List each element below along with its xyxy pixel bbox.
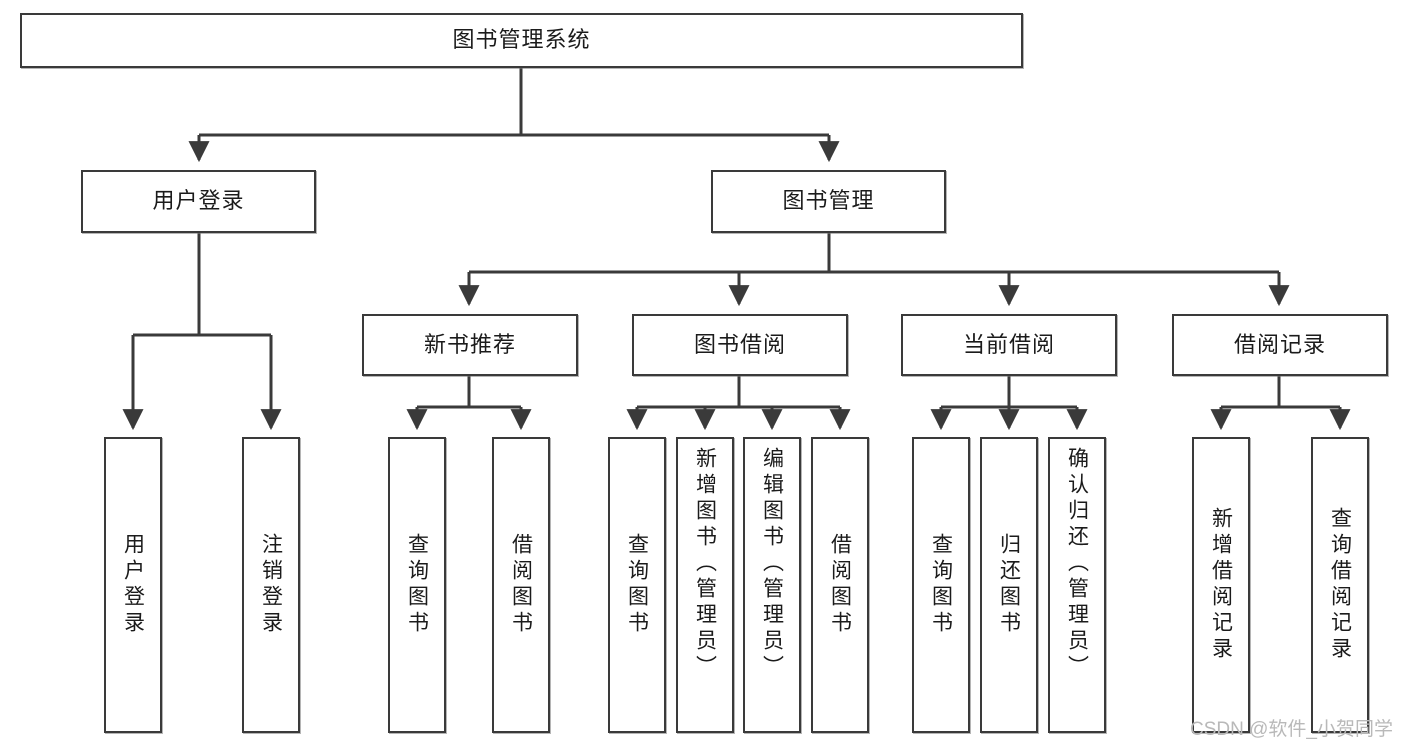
node-label: 借阅图书 [509,533,533,637]
node-new-book-recommend[interactable]: 新书推荐 [362,314,578,376]
node-book-management[interactable]: 图书管理 [711,170,946,233]
node-label: 用户登录 [152,188,245,214]
leaf-record-add-record[interactable]: 新增借阅记录 [1192,437,1250,733]
node-label: 归还图书 [997,533,1021,637]
leaf-recommend-query-book[interactable]: 查询图书 [388,437,446,733]
node-label: 借阅记录 [1233,331,1326,357]
node-label: 查询图书 [405,533,429,637]
node-borrow-record[interactable]: 借阅记录 [1172,314,1388,376]
node-label: 查询借阅记录 [1328,507,1352,663]
node-user-login[interactable]: 用户登录 [81,170,316,233]
leaf-borrow-borrow-book[interactable]: 借阅图书 [811,437,869,733]
leaf-record-query-record[interactable]: 查询借阅记录 [1311,437,1369,733]
node-label: 新增借阅记录 [1209,507,1233,663]
node-label: 新增图书（管理员） [693,447,717,681]
node-book-borrow[interactable]: 图书借阅 [632,314,848,376]
node-label: 用户登录 [121,533,145,637]
leaf-borrow-add-book-admin[interactable]: 新增图书（管理员） [676,437,734,733]
node-label: 图书管理系统 [452,27,591,53]
csdn-watermark: CSDN @软件_小贺同学 [1190,719,1393,740]
leaf-user-login-login[interactable]: 用户登录 [104,437,162,733]
node-label: 查询图书 [625,533,649,637]
node-label: 借阅图书 [828,533,852,637]
node-label: 确认归还（管理员） [1065,447,1089,681]
leaf-recommend-borrow-book[interactable]: 借阅图书 [492,437,550,733]
leaf-borrow-query-book[interactable]: 查询图书 [608,437,666,733]
node-label: 编辑图书（管理员） [760,447,784,681]
leaf-current-confirm-return-admin[interactable]: 确认归还（管理员） [1048,437,1106,733]
node-label: 查询图书 [929,533,953,637]
node-root-system[interactable]: 图书管理系统 [20,13,1023,68]
leaf-current-query-book[interactable]: 查询图书 [912,437,970,733]
node-label: 当前借阅 [962,331,1055,357]
node-current-borrow[interactable]: 当前借阅 [901,314,1117,376]
leaf-borrow-edit-book-admin[interactable]: 编辑图书（管理员） [743,437,801,733]
node-label: 新书推荐 [423,331,516,357]
node-label: 注销登录 [259,533,283,637]
leaf-current-return-book[interactable]: 归还图书 [980,437,1038,733]
node-label: 图书管理 [782,188,875,214]
node-label: 图书借阅 [693,331,786,357]
leaf-user-login-logout[interactable]: 注销登录 [242,437,300,733]
